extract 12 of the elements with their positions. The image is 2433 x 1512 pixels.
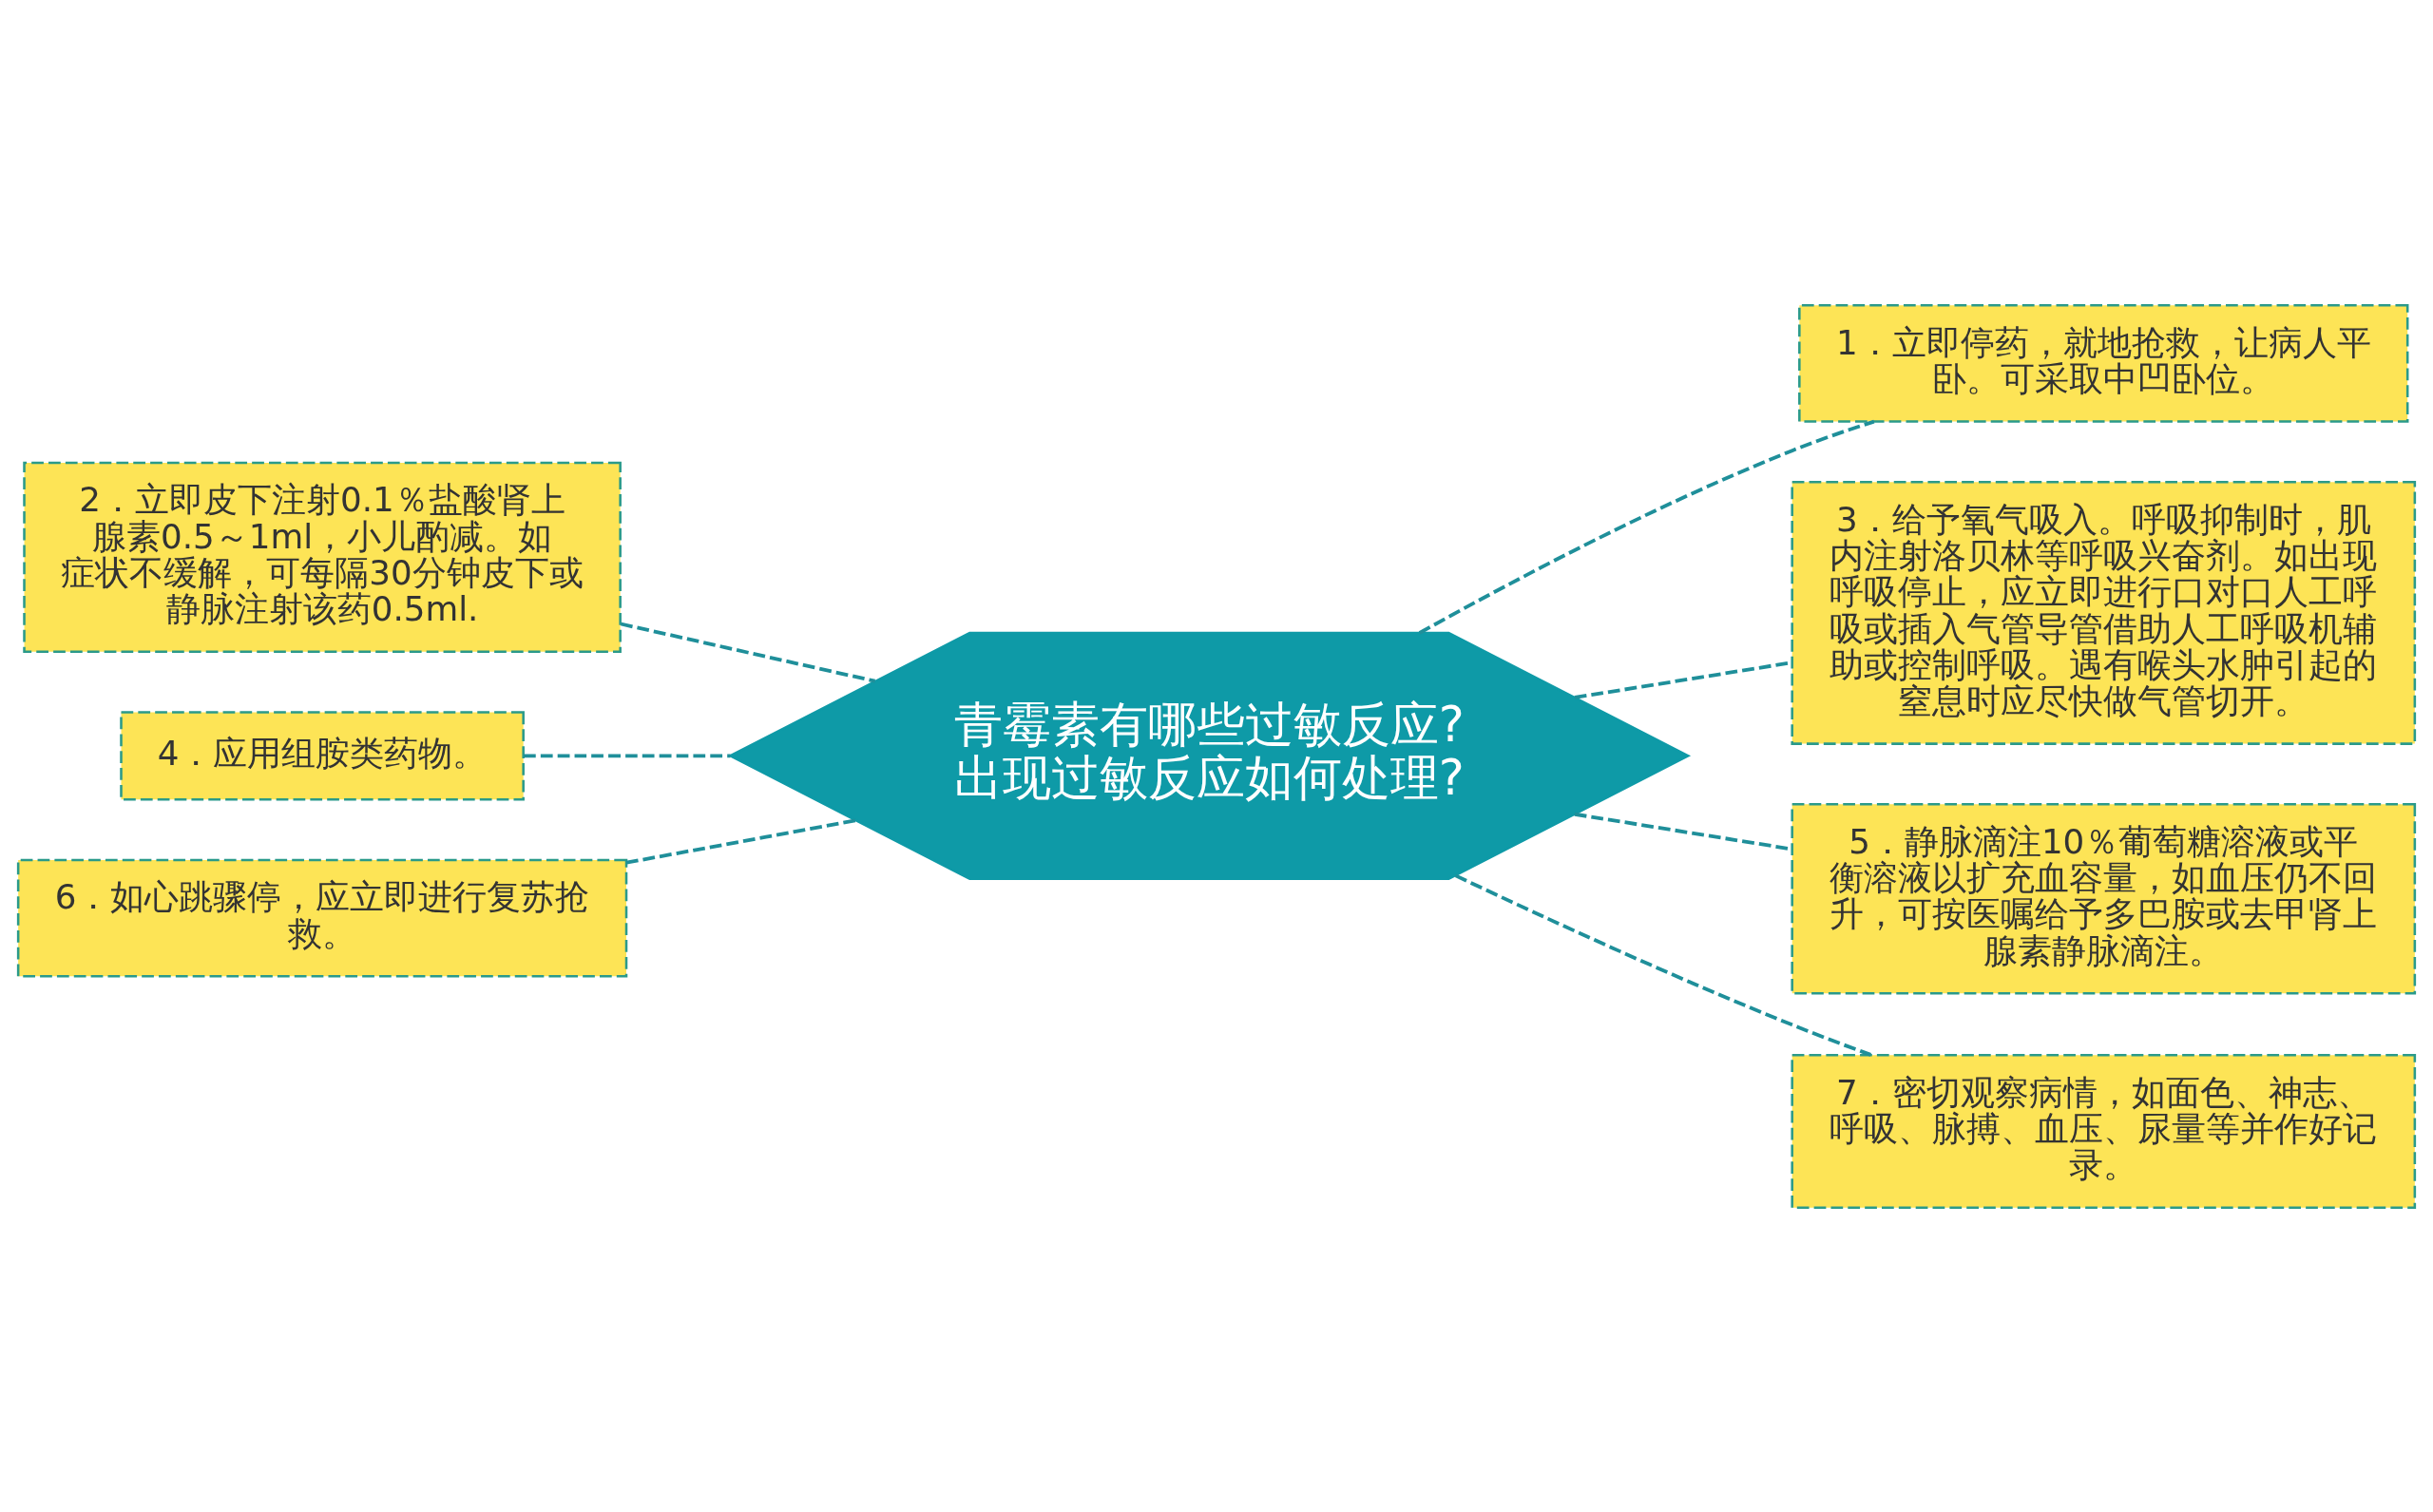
node-box: 5．静脉滴注10％葡萄糖溶液或平衡溶液以扩充血容量，如血压仍不回升，可按医嘱给予多巴胺或去甲肾上腺素静脉滴注。 (1791, 802, 2417, 994)
node-box: 3．给予氧气吸入。呼吸抑制时，肌内注射洛贝林等呼吸兴奋剂。如出现呼吸停止，应立即进行口对口人工呼吸或插入气管导管借助人工呼吸机辅助或控制呼吸。遇有喉头水肿引起的窒息时应尽快做气管切开。 (1791, 480, 2417, 745)
connector (1418, 419, 1875, 635)
connector (1454, 873, 1871, 1057)
node-box: 2．立即皮下注射0.1％盐酸肾上腺素0.5～1ml，小儿酌减。如症状不缓解，可每隔30分钟皮下或静脉注射该药0.5ml. (23, 461, 622, 653)
node-box: 4．应用组胺类药物。 (120, 710, 525, 801)
connector (524, 753, 731, 757)
connector (625, 817, 856, 865)
node-box: 6．如心跳骤停，应立即进行复苏抢救。 (16, 858, 628, 978)
connector (620, 622, 876, 683)
node-box: 7．密切观察病情，如面色、神志、呼吸、脉搏、血压、尿量等并作好记录。 (1791, 1053, 2417, 1209)
node-box: 1．立即停药，就地抢救，让病人平卧。可采取中凹卧位。 (1798, 303, 2409, 423)
